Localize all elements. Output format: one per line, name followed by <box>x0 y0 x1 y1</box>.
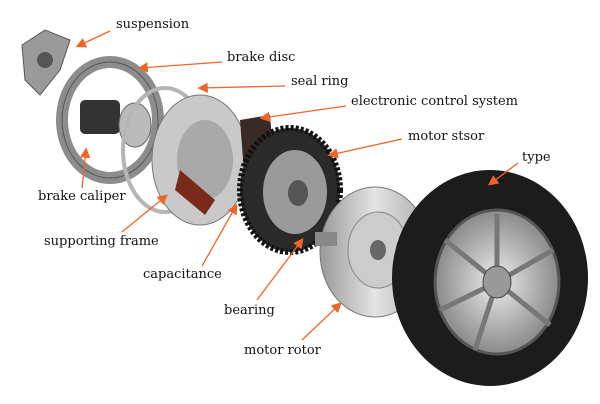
brake-disc-part <box>56 56 164 184</box>
label-supporting-frame: supporting frame <box>44 234 159 249</box>
label-motor-rotor: motor rotor <box>244 343 321 358</box>
label-seal-ring: seal ring <box>291 74 349 89</box>
suspension-part <box>21 29 71 96</box>
label-tyre: type <box>522 150 551 165</box>
label-brake-disc: brake disc <box>227 50 296 65</box>
label-bearing: bearing <box>224 303 275 318</box>
tyre-part <box>392 170 588 386</box>
brake-caliper-part <box>80 100 152 148</box>
leader-arrows <box>75 30 519 341</box>
supporting-frame-part <box>151 94 249 226</box>
label-electronic-control-system: electronic control system <box>351 94 519 109</box>
label-capacitance: capacitance <box>143 267 222 282</box>
label-brake-caliper: brake caliper <box>38 189 126 204</box>
bearing-part <box>315 232 337 246</box>
label-motor-stator: motor stsor <box>408 129 485 144</box>
motor-stator-part <box>237 125 343 255</box>
label-suspension: suspension <box>116 17 190 32</box>
